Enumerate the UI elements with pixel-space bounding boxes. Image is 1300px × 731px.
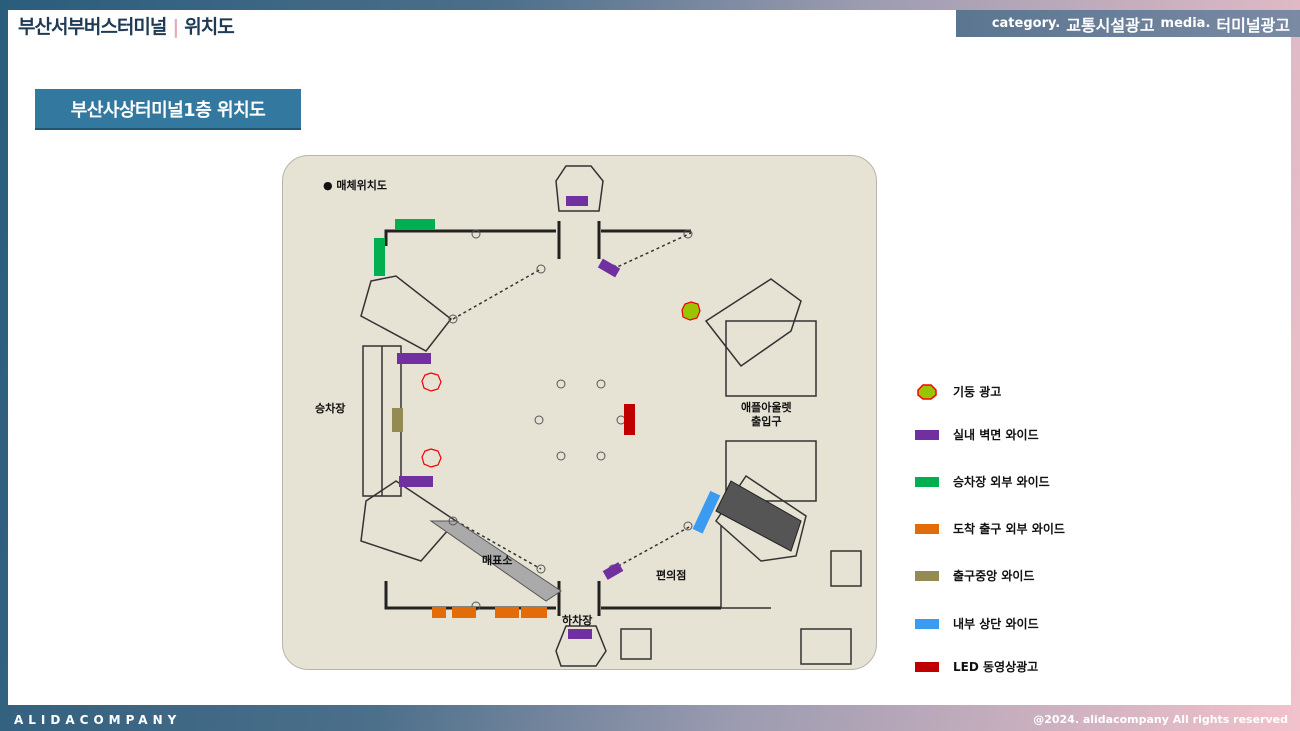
floor-plan-map: ● 매체위치도 승차장 애플아울렛 출입구 매표소 편의점 하차장 <box>282 155 877 670</box>
swatch-icon <box>915 661 939 672</box>
legend-item-inner-top: 내부 상단 와이드 <box>915 615 1115 632</box>
legend-item-arrival-exit: 도착 출구 외부 와이드 <box>915 520 1115 537</box>
swatch-icon <box>915 618 939 629</box>
octagon-icon <box>917 383 937 400</box>
section-title: 부산사상터미널1층 위치도 <box>35 89 301 130</box>
footer-brand: ALIDACOMPANY <box>14 713 182 727</box>
label-alighting: 하차장 <box>562 614 593 627</box>
swatch-icon <box>915 570 939 581</box>
legend-item-pillar: 기둥 광고 <box>915 383 1115 400</box>
label-outlet-entrance: 애플아울렛 출입구 <box>741 401 792 428</box>
label-convenience-store: 편의점 <box>656 569 687 582</box>
label-ticket-office: 매표소 <box>482 554 513 567</box>
legend-item-boarding-outside: 승차장 외부 와이드 <box>915 473 1115 490</box>
swatch-icon <box>915 429 939 440</box>
footer-copyright: @2024. alidacompany All rights reserved <box>1033 713 1288 726</box>
legend-item-indoor-wall: 실내 벽면 와이드 <box>915 426 1115 443</box>
map-caption: ● 매체위치도 <box>323 179 388 192</box>
swatch-icon <box>915 476 939 487</box>
label-boarding: 승차장 <box>315 402 346 415</box>
floor-plan-drawing <box>360 165 862 667</box>
legend-item-exit-center: 출구중앙 와이드 <box>915 567 1115 584</box>
swatch-icon <box>915 523 939 534</box>
ad-markers <box>374 196 721 639</box>
page-title: 부산서부버스터미널|위치도 <box>18 16 235 38</box>
legend-item-led: LED 동영상광고 <box>915 658 1115 675</box>
